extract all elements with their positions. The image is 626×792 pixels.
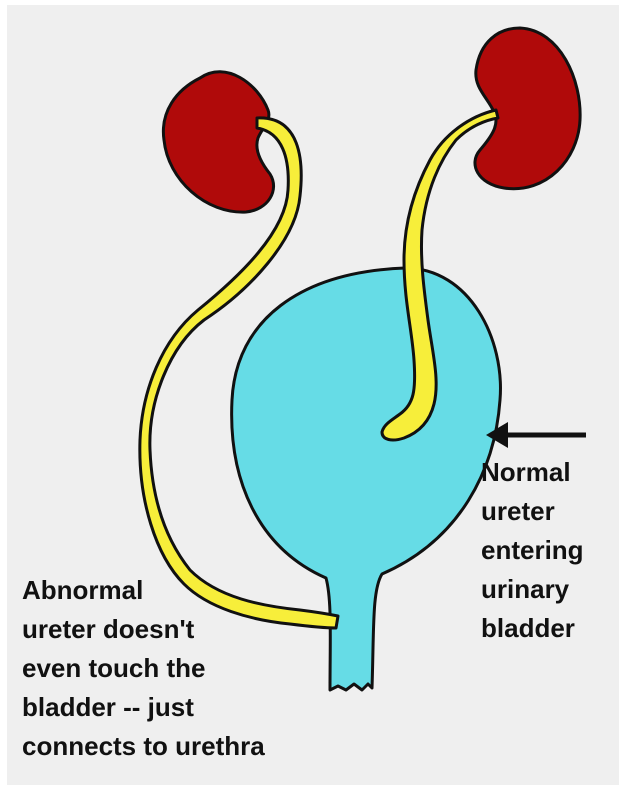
abnormal-label-line: Abnormal [22, 571, 265, 610]
normal-label-line: bladder [481, 609, 584, 648]
abnormal-ureter-label: Abnormal ureter doesn't even touch the b… [22, 571, 265, 766]
normal-label-line: Normal [481, 453, 584, 492]
abnormal-label-line: connects to urethra [22, 727, 265, 766]
right-kidney [475, 28, 580, 189]
normal-label-line: entering [481, 531, 584, 570]
left-kidney [163, 72, 273, 212]
pointer-arrow [486, 422, 586, 448]
bladder [232, 268, 501, 690]
normal-label-line: ureter [481, 492, 584, 531]
abnormal-label-line: even touch the [22, 649, 265, 688]
normal-label-line: urinary [481, 570, 584, 609]
normal-ureter-label: Normal ureter entering urinary bladder [481, 453, 584, 648]
abnormal-label-line: bladder -- just [22, 688, 265, 727]
abnormal-label-line: ureter doesn't [22, 610, 265, 649]
